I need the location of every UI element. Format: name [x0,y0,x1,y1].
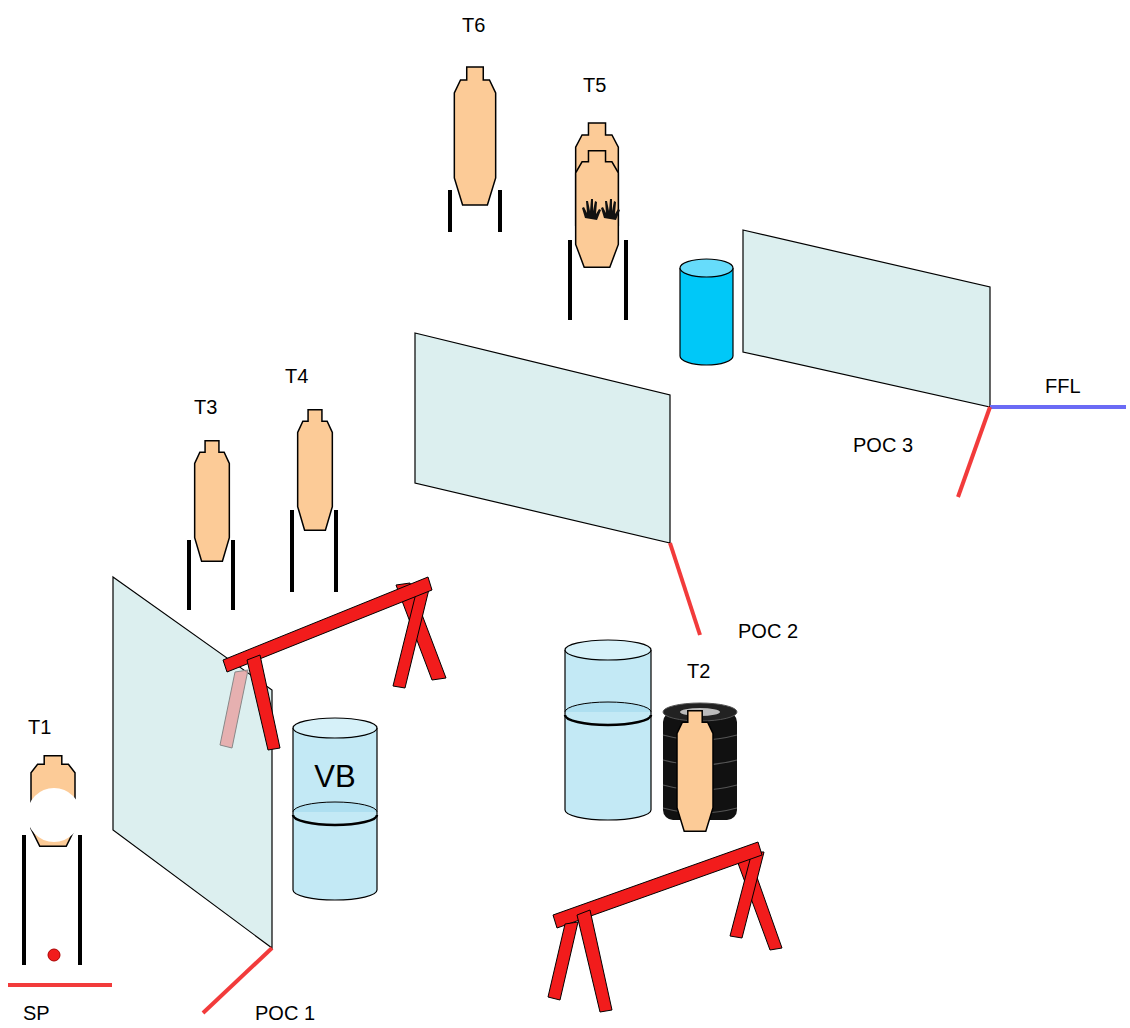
wall-panel [743,230,990,407]
target-label: T3 [194,396,217,418]
start-label: SP [23,1002,50,1024]
blue-barrel [680,259,733,365]
target-t1 [24,756,81,965]
poc-label: POC 3 [853,434,913,456]
line-label: FFL [1045,375,1081,397]
barrel-text: VB [314,760,355,794]
target-t5 [570,123,626,320]
poc-line [958,407,990,497]
target-t2 [663,703,737,831]
start-line [8,983,112,987]
barrel [565,640,651,820]
target-label: T2 [687,660,710,682]
fault-line [990,405,1126,409]
target-t6 [450,67,500,232]
vision-barrier-barrel [293,718,377,900]
barrel-label-area: VB [293,752,377,802]
target-label: T4 [285,365,308,387]
poc-label: POC 1 [255,1002,315,1024]
poc-line [670,543,700,635]
sawhorse [220,577,446,750]
start-dot [48,949,60,961]
wall-panel [415,333,670,543]
wall-panel [113,577,272,948]
poc-label: POC 2 [738,620,798,642]
target-label: T6 [462,14,485,36]
target-label: T5 [583,74,606,96]
target-t4 [292,410,336,592]
hands-symbol [582,199,620,220]
target-t3 [189,441,233,610]
target-label: T1 [28,716,51,738]
sawhorse [548,842,782,1012]
